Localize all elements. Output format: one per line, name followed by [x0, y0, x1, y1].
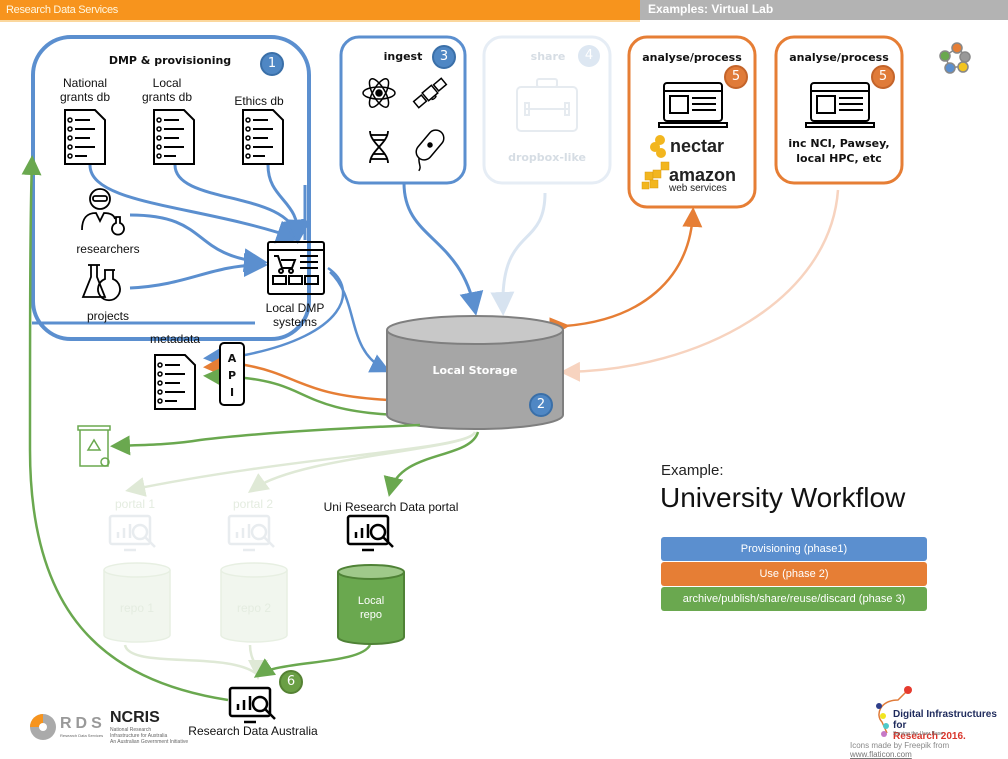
legend-title: University Workflow	[660, 482, 906, 513]
satellite-icon	[412, 77, 448, 109]
projects-label: projects	[86, 309, 130, 323]
amazon-logo: amazon	[669, 165, 737, 185]
header-right: Examples: Virtual Lab	[640, 0, 1008, 20]
header-right-title: Examples: Virtual Lab	[648, 2, 774, 16]
badge-4: 4	[578, 45, 600, 67]
legend-use: Use (phase 2)	[661, 562, 927, 586]
uni-portal-label: Uni Research Data portal	[323, 500, 459, 514]
badge-6: 6	[279, 670, 303, 694]
dna-icon	[369, 130, 389, 164]
ncris-logo-text: NCRIS	[110, 709, 160, 726]
uni-portal-monitor-icon	[346, 514, 394, 552]
badge-5-cloud: 5	[724, 65, 748, 89]
local-storage-cylinder	[386, 315, 564, 430]
portal2-label: portal 2	[232, 497, 274, 511]
legend-provisioning: Provisioning (phase1)	[661, 537, 927, 561]
rds-logo-icon	[30, 714, 56, 740]
analyse-cloud-box	[627, 35, 757, 209]
local-storage-label: Local Storage	[432, 364, 518, 377]
flasks-icon	[81, 264, 121, 302]
share-box	[482, 35, 612, 185]
share-title: share	[530, 50, 566, 63]
portal1-label: portal 1	[114, 497, 156, 511]
header-left: Research Data Services	[0, 0, 640, 20]
icon-credit: Icons made by Freepik from www.flaticon.…	[850, 741, 950, 759]
researchers-label: researchers	[76, 242, 140, 256]
repo1-cylinder	[103, 562, 171, 643]
flaticon-link[interactable]: www.flaticon.com	[850, 750, 912, 759]
shopping-cart-screen-icon	[267, 241, 325, 295]
document-icon-national	[64, 109, 106, 165]
header-left-title: Research Data Services	[6, 4, 119, 16]
nectar-logo: nectar	[670, 136, 725, 156]
dmp-box	[31, 35, 311, 341]
document-icon-ethics	[242, 109, 284, 165]
badge-1: 1	[260, 52, 284, 76]
rds-logo-sub: Research Data Services	[60, 733, 104, 738]
repo2-cylinder	[220, 562, 288, 643]
metadata-label: metadata	[149, 332, 201, 346]
atom-icon	[362, 78, 396, 108]
rda-label: Research Data Australia	[188, 724, 318, 738]
laptop-icon-hpc	[805, 82, 875, 128]
share-caption: dropbox-like	[508, 151, 586, 164]
rda-monitor-icon	[228, 686, 276, 724]
rds-logo-text: RDS	[60, 715, 106, 732]
portal1-monitor-icon	[108, 514, 156, 552]
api-box	[219, 342, 245, 406]
nectar-logo-icon	[650, 135, 666, 158]
recycle-bin-icon	[77, 425, 111, 467]
dmp-title: DMP & provisioning	[108, 54, 232, 67]
document-icon-local	[153, 109, 195, 165]
badge-2: 2	[529, 393, 553, 417]
repo1-label: repo 1	[119, 601, 155, 615]
researcher-icon	[81, 188, 125, 236]
ingest-title: ingest	[383, 50, 423, 63]
analyse-cloud-title: analyse/process	[642, 51, 742, 64]
dir-logo-sub: Serving the User Base	[893, 731, 944, 737]
badge-5-hpc: 5	[871, 65, 895, 89]
network-logo-icon	[939, 42, 971, 74]
local-repo-cylinder	[337, 564, 405, 645]
analyse-hpc-title: analyse/process	[789, 51, 889, 64]
aws-subtext: web services	[669, 183, 727, 194]
aws-logo-icon	[641, 161, 670, 190]
legend-example-label: Example:	[661, 462, 724, 479]
laptop-icon-cloud	[658, 82, 728, 128]
repo2-label: repo 2	[236, 601, 272, 615]
ethics-db-label: Ethics db	[234, 94, 284, 108]
hpc-caption: inc NCI, Pawsey,local HPC, etc	[788, 137, 890, 165]
analyse-hpc-box	[774, 35, 904, 185]
portal2-monitor-icon	[227, 514, 275, 552]
header-divider	[0, 20, 640, 22]
dir-logo-icon	[876, 686, 912, 737]
briefcase-icon	[516, 78, 578, 132]
bacteria-icon	[415, 129, 445, 172]
badge-3: 3	[432, 45, 456, 69]
legend-archive: archive/publish/share/reuse/discard (pha…	[661, 587, 927, 611]
document-icon-metadata	[154, 354, 196, 410]
